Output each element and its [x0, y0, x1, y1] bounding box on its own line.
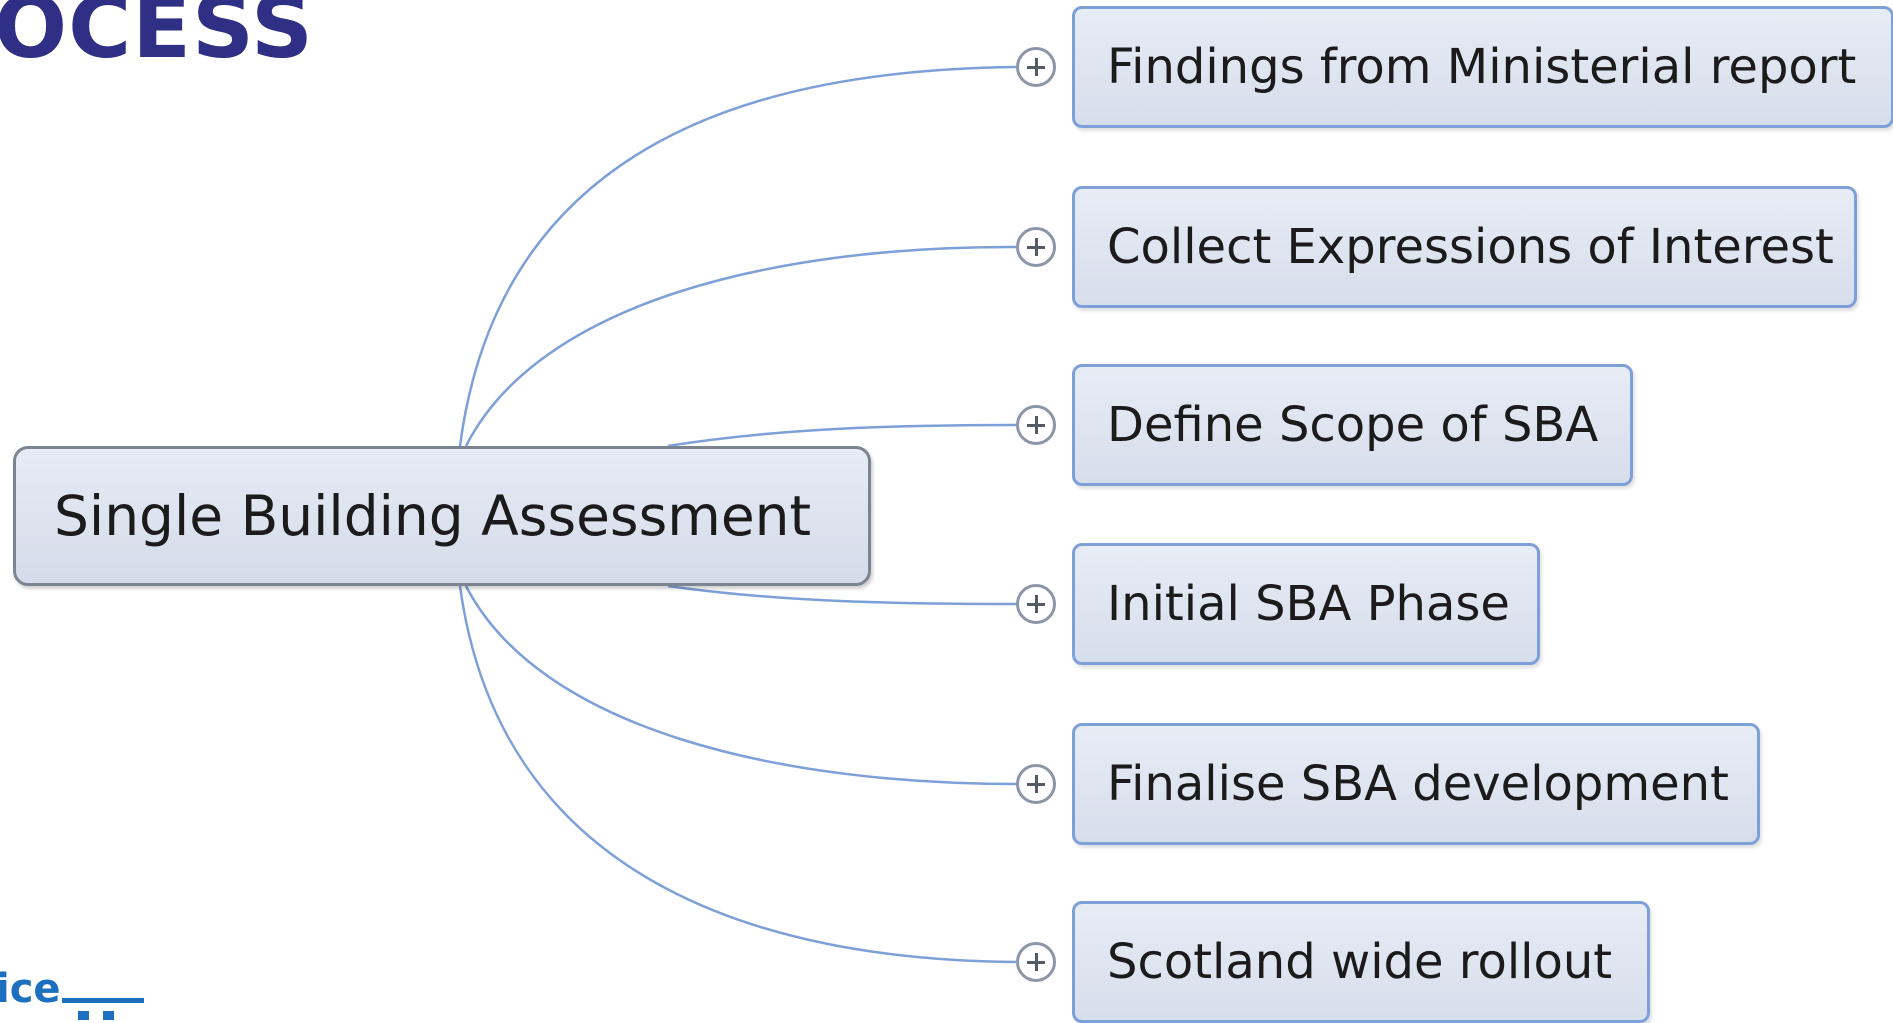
node-label: Define Scope of SBA — [1107, 397, 1599, 453]
connector-4 — [667, 584, 1017, 606]
root-node[interactable]: Single Building Assessment — [13, 446, 871, 586]
logo-text: ice — [0, 966, 61, 1012]
connector-1 — [458, 65, 1017, 447]
connector-6 — [458, 585, 1017, 964]
expand-plus-icon[interactable] — [1016, 47, 1056, 87]
node-collect-expressions[interactable]: Collect Expressions of Interest — [1072, 186, 1857, 308]
node-label: Findings from Ministerial report — [1107, 39, 1857, 95]
node-label: Collect Expressions of Interest — [1107, 219, 1834, 275]
slide-title: OCESS — [0, 0, 314, 78]
node-label: Initial SBA Phase — [1107, 576, 1510, 632]
root-node-label: Single Building Assessment — [54, 484, 812, 548]
expand-plus-icon[interactable] — [1016, 942, 1056, 982]
node-define-scope[interactable]: Define Scope of SBA — [1072, 364, 1633, 486]
expand-plus-icon[interactable] — [1016, 227, 1056, 267]
connector-2 — [464, 245, 1017, 447]
expand-plus-icon[interactable] — [1016, 584, 1056, 624]
expand-plus-icon[interactable] — [1016, 764, 1056, 804]
node-label: Finalise SBA development — [1107, 756, 1729, 812]
node-scotland-rollout[interactable]: Scotland wide rollout — [1072, 901, 1650, 1023]
node-finalise-development[interactable]: Finalise SBA development — [1072, 723, 1760, 845]
connector-3 — [667, 423, 1017, 448]
expand-plus-icon[interactable] — [1016, 405, 1056, 445]
logo-fragment — [78, 1008, 148, 1020]
node-label: Scotland wide rollout — [1107, 934, 1613, 990]
connector-5 — [464, 585, 1017, 786]
logo-rule — [62, 998, 144, 1003]
node-findings[interactable]: Findings from Ministerial report — [1072, 6, 1893, 128]
node-initial-phase[interactable]: Initial SBA Phase — [1072, 543, 1540, 665]
